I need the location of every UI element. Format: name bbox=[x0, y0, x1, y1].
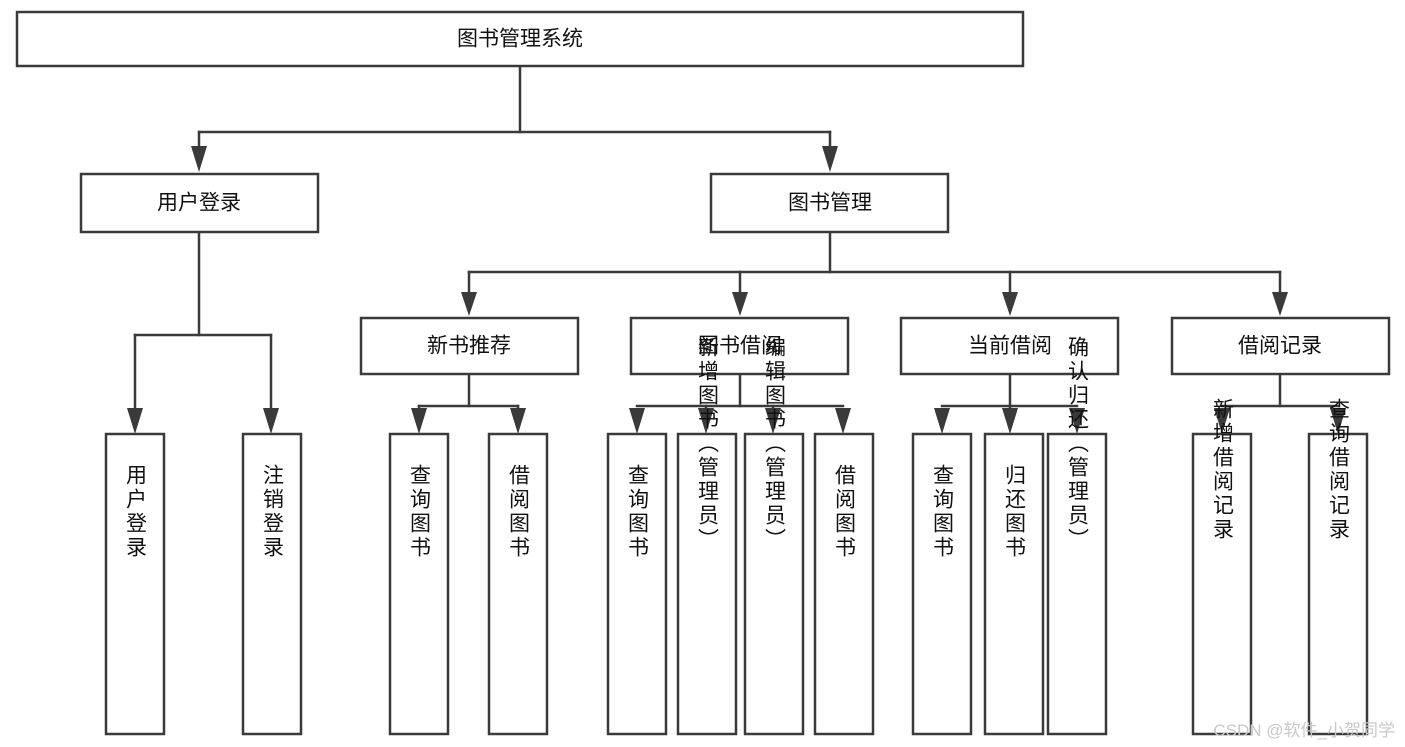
node-leaf-add-record-label: 新增借阅记录 bbox=[1211, 398, 1235, 542]
node-borrow-record-label: 借阅记录 bbox=[1238, 335, 1322, 358]
node-leaf-query-book-3-box[interactable] bbox=[911, 432, 973, 736]
node-user-login-box[interactable] bbox=[79, 172, 320, 234]
connector-group-current-borrow bbox=[934, 372, 1085, 434]
node-leaf-query-book-3[interactable]: 查询图书 bbox=[911, 432, 973, 736]
node-leaf-query-book-2-box[interactable] bbox=[606, 432, 668, 736]
node-user-login-label: 用户登录 bbox=[157, 192, 241, 215]
arrowhead-leaf-return-book bbox=[1002, 408, 1018, 434]
arrowhead-leaf-add-book bbox=[698, 408, 714, 434]
csdn-watermark: CSDN @软件_小贺同学 bbox=[1213, 721, 1395, 740]
arrowhead-leaf-user-login bbox=[127, 408, 143, 434]
node-new-book-rec-box[interactable] bbox=[359, 316, 580, 376]
connector-group-root bbox=[191, 64, 838, 172]
arrowhead-leaf-user-logout bbox=[263, 408, 279, 434]
arrowhead-book-manage bbox=[822, 146, 838, 172]
arrowhead-user-login bbox=[191, 146, 207, 172]
node-book-manage[interactable]: 图书管理 bbox=[709, 172, 950, 234]
connector-group-user-login bbox=[127, 230, 279, 434]
arrowhead-leaf-add-record bbox=[1214, 408, 1230, 434]
node-leaf-borrow-book-2[interactable]: 借阅图书 bbox=[813, 432, 875, 736]
node-leaf-user-login-label: 用户登录 bbox=[124, 464, 148, 560]
node-leaf-return-book-box[interactable] bbox=[983, 432, 1045, 736]
node-leaf-user-login-box[interactable] bbox=[104, 432, 166, 736]
node-current-borrow-box[interactable] bbox=[899, 316, 1120, 376]
node-book-manage-label: 图书管理 bbox=[788, 192, 872, 215]
node-leaf-user-logout-label: 注销登录 bbox=[261, 464, 285, 560]
node-book-borrow[interactable]: 图书借阅 bbox=[629, 316, 850, 376]
node-current-borrow[interactable]: 当前借阅 bbox=[899, 316, 1120, 376]
node-book-manage-box[interactable] bbox=[709, 172, 950, 234]
node-book-borrow-label: 图书借阅 bbox=[698, 335, 782, 358]
node-leaf-confirm-return[interactable]: 确认归还（管理员） bbox=[1046, 336, 1108, 736]
arrowhead-new-book-rec bbox=[461, 292, 477, 316]
node-leaf-query-book-1[interactable]: 查询图书 bbox=[388, 432, 450, 736]
arrowhead-leaf-edit-book bbox=[765, 408, 781, 434]
node-leaf-query-book-1-label: 查询图书 bbox=[408, 464, 432, 560]
node-leaf-user-login[interactable]: 用户登录 bbox=[104, 432, 166, 736]
connector-group-book-manage bbox=[461, 230, 1288, 316]
node-leaf-query-record-label: 查询借阅记录 bbox=[1327, 398, 1351, 542]
arrowhead-leaf-borrow-book-2 bbox=[835, 408, 851, 434]
node-leaf-borrow-book-2-box[interactable] bbox=[813, 432, 875, 736]
node-leaf-query-record-box[interactable] bbox=[1307, 432, 1369, 736]
node-leaf-user-logout-box[interactable] bbox=[241, 432, 303, 736]
node-new-book-rec-label: 新书推荐 bbox=[427, 335, 511, 358]
node-current-borrow-label: 当前借阅 bbox=[968, 335, 1052, 358]
arrowhead-leaf-query-book-3 bbox=[934, 408, 950, 434]
node-leaf-add-record-box[interactable] bbox=[1191, 432, 1253, 736]
connector-group-borrow-record bbox=[1214, 372, 1346, 434]
node-leaf-edit-book-box[interactable] bbox=[743, 432, 805, 736]
arrowhead-leaf-borrow-book-1 bbox=[510, 408, 526, 434]
node-leaf-confirm-return-label: 确认归还（管理员） bbox=[1066, 336, 1090, 552]
node-leaf-add-book-label: 新增图书（管理员） bbox=[696, 336, 720, 552]
connector-group-new-book-rec bbox=[411, 372, 526, 434]
node-root[interactable]: 图书管理系统 bbox=[15, 10, 1025, 68]
node-leaf-add-record[interactable]: 新增借阅记录 bbox=[1191, 398, 1253, 736]
node-leaf-edit-book-label: 编辑图书（管理员） bbox=[763, 336, 787, 552]
node-leaf-user-logout[interactable]: 注销登录 bbox=[241, 432, 303, 736]
arrowhead-current-borrow bbox=[1002, 292, 1018, 316]
arrowhead-leaf-confirm-return bbox=[1069, 408, 1085, 434]
node-leaf-query-book-2[interactable]: 查询图书 bbox=[606, 432, 668, 736]
node-user-login[interactable]: 用户登录 bbox=[79, 172, 320, 234]
node-leaf-edit-book[interactable]: 编辑图书（管理员） bbox=[743, 336, 805, 736]
node-leaf-query-book-1-box[interactable] bbox=[388, 432, 450, 736]
node-root-box[interactable] bbox=[15, 10, 1025, 68]
node-leaf-add-book-box[interactable] bbox=[676, 432, 738, 736]
node-leaf-return-book[interactable]: 归还图书 bbox=[983, 432, 1045, 736]
arrowhead-leaf-query-book-2 bbox=[629, 408, 645, 434]
node-leaf-add-book[interactable]: 新增图书（管理员） bbox=[676, 336, 738, 736]
node-leaf-borrow-book-1[interactable]: 借阅图书 bbox=[487, 432, 549, 736]
node-leaf-query-book-3-label: 查询图书 bbox=[931, 464, 955, 560]
arrowhead-leaf-query-record bbox=[1330, 408, 1346, 434]
arrowhead-book-borrow bbox=[732, 292, 748, 316]
node-leaf-query-book-2-label: 查询图书 bbox=[626, 464, 650, 560]
node-leaf-borrow-book-1-box[interactable] bbox=[487, 432, 549, 736]
node-leaf-borrow-book-2-label: 借阅图书 bbox=[833, 464, 857, 560]
node-leaf-borrow-book-1-label: 借阅图书 bbox=[507, 464, 531, 560]
node-borrow-record-box[interactable] bbox=[1170, 316, 1391, 376]
arrowhead-leaf-query-book-1 bbox=[411, 408, 427, 434]
node-leaf-return-book-label: 归还图书 bbox=[1003, 464, 1027, 560]
arrowhead-borrow-record bbox=[1272, 292, 1288, 316]
node-new-book-rec[interactable]: 新书推荐 bbox=[359, 316, 580, 376]
node-borrow-record[interactable]: 借阅记录 bbox=[1170, 316, 1391, 376]
node-leaf-query-record[interactable]: 查询借阅记录 bbox=[1307, 398, 1369, 736]
node-book-borrow-box[interactable] bbox=[629, 316, 850, 376]
node-root-label: 图书管理系统 bbox=[457, 28, 583, 51]
connector-group-book-borrow bbox=[629, 372, 851, 434]
node-leaf-confirm-return-box[interactable] bbox=[1046, 432, 1108, 736]
